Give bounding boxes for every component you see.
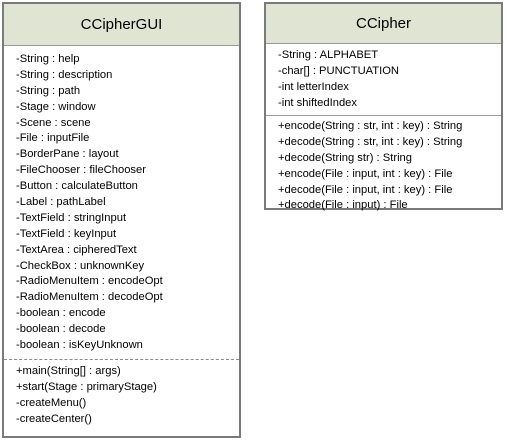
operation: +decode(String : str, int : key) : Strin… xyxy=(278,135,463,148)
attribute: -File : inputFile xyxy=(16,132,90,145)
class-name-ccipher-gui: CCipherGUI xyxy=(4,4,239,46)
operation: +encode(String : str, int : key) : Strin… xyxy=(278,120,463,132)
attribute: -TextField : keyInput xyxy=(16,227,117,240)
operation: -createMenu() xyxy=(16,396,87,409)
attribute: -Stage : window xyxy=(16,100,96,113)
operation: +decode(String str) : String xyxy=(278,151,412,164)
attribute: -TextArea : cipheredText xyxy=(16,243,137,256)
attribute: -TextField : stringInput xyxy=(16,211,127,224)
class-name-ccipher: CCipher xyxy=(266,4,501,44)
section-divider xyxy=(4,359,239,360)
attribute: -RadioMenuItem : decodeOpt xyxy=(16,291,163,304)
attribute: -String : description xyxy=(16,68,113,81)
attribute: -CheckBox : unknownKey xyxy=(16,259,145,272)
attribute: -char[] : PUNCTUATION xyxy=(278,64,399,77)
attribute: -boolean : decode xyxy=(16,323,106,336)
attribute: -Label : pathLabel xyxy=(16,196,106,209)
operation: +decode(File : input, int : key) : File xyxy=(278,183,453,196)
operations-section: +main(String[] : args) +start(Stage : pri… xyxy=(4,360,239,431)
attribute: -FileChooser : fileChooser xyxy=(16,164,146,177)
attribute: -BorderPane : layout xyxy=(16,148,119,161)
attribute: -String : ALPHABET xyxy=(278,49,379,61)
attribute: -boolean : encode xyxy=(16,307,106,320)
attribute: -Button : calculateButton xyxy=(16,180,138,193)
operation: +start(Stage : primaryStage) xyxy=(16,380,157,393)
attribute: -boolean : isKeyUnknown xyxy=(16,339,143,352)
operation: +encode(File : input, int : key) : File xyxy=(278,167,453,180)
class-ccipher: CCipher -String : ALPHABET -char[] : PUNC… xyxy=(264,2,503,211)
operation: +decode(File : input) : File xyxy=(278,199,408,212)
attribute: -int letterIndex xyxy=(278,80,349,93)
operations-section: +encode(String : str, int : key) : Strin… xyxy=(266,116,501,217)
attribute: -String : help xyxy=(16,53,80,65)
attributes-section: -String : help -String : description -Stri… xyxy=(4,46,239,359)
operation: +main(String[] : args) xyxy=(16,365,121,377)
attribute: -int shiftedIndex xyxy=(278,96,357,109)
operation: -createCenter() xyxy=(16,412,92,425)
section-divider xyxy=(266,115,501,116)
class-ccipher-gui: CCipherGUI -String : help -String : descr… xyxy=(2,2,241,438)
attribute: -String : path xyxy=(16,84,81,97)
attribute: -Scene : scene xyxy=(16,116,91,129)
attributes-section: -String : ALPHABET -char[] : PUNCTUATION -… xyxy=(266,44,501,115)
attribute: -RadioMenuItem : encodeOpt xyxy=(16,275,163,288)
